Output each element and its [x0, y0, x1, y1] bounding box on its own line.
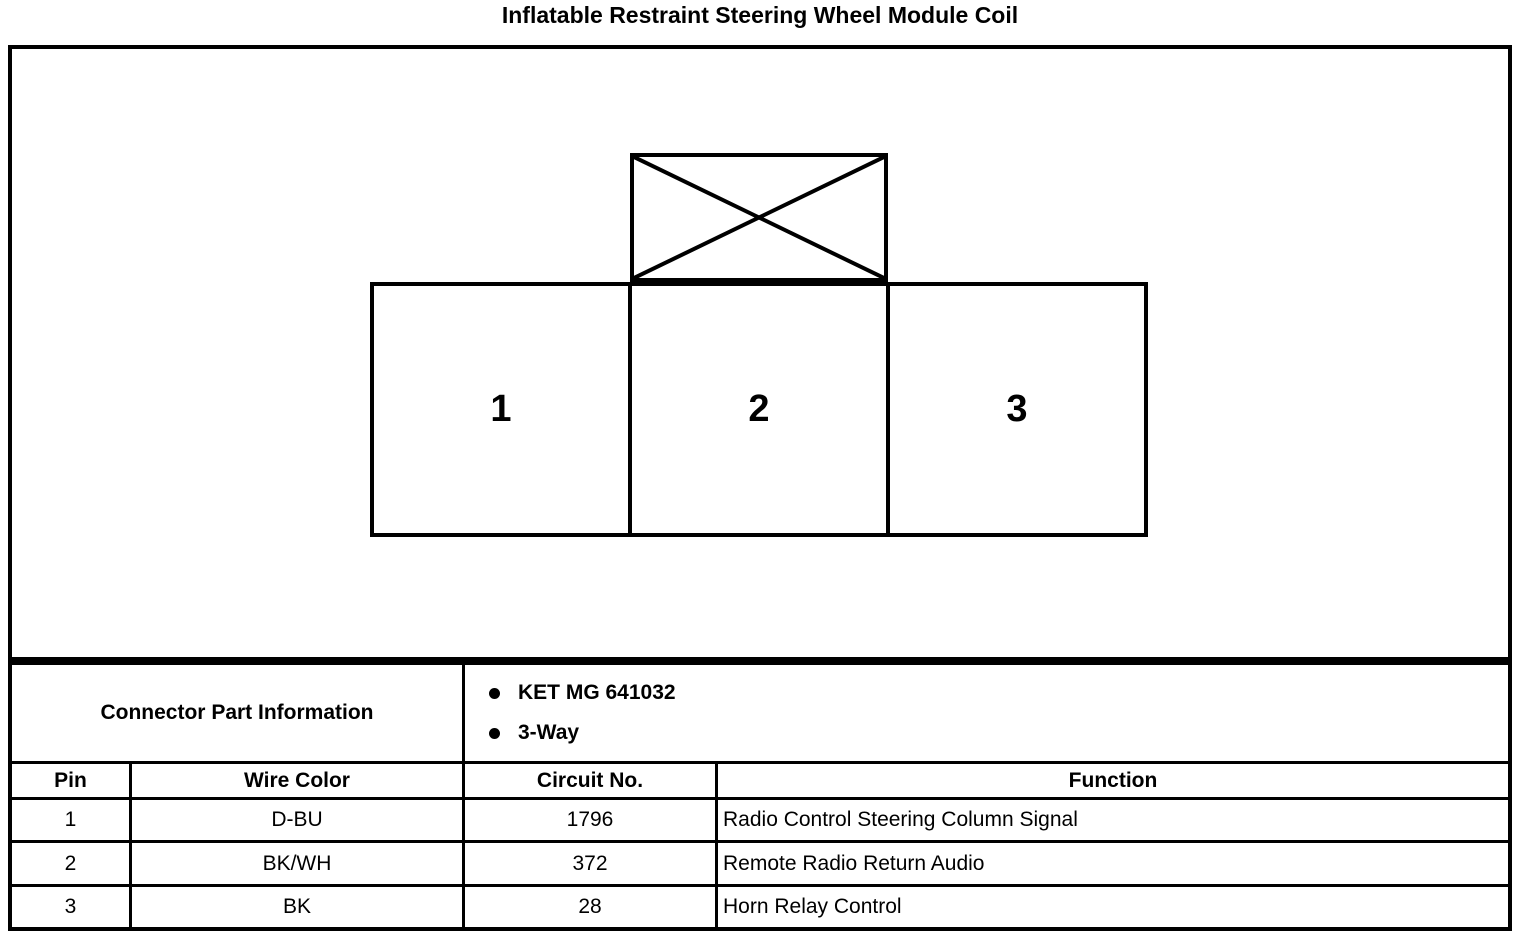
pin-cell-1: 1	[374, 286, 628, 533]
table-row-2-function: Remote Radio Return Audio	[718, 843, 1508, 884]
pin-cell-3: 3	[886, 286, 1144, 533]
connector-keyway-crossed-box	[630, 153, 888, 282]
table-row-3-function: Horn Relay Control	[718, 887, 1508, 927]
detail-item-part-number: KET MG 641032	[489, 681, 1508, 705]
bullet-icon	[489, 687, 500, 699]
table-row-2-wire-color: BK/WH	[132, 843, 462, 884]
detail-item-way-count: 3-Way	[489, 721, 1508, 745]
way-count-text: 3-Way	[518, 721, 580, 744]
table-row-1-pin: 1	[12, 800, 129, 840]
table-row-1-circuit-no: 1796	[465, 800, 715, 840]
table-row-2-circuit-no: 372	[465, 843, 715, 884]
connector-part-details: KET MG 641032 3-Way	[465, 665, 1508, 761]
page-title: Inflatable Restraint Steering Wheel Modu…	[501, 2, 1019, 28]
column-header-wire-color: Wire Color	[132, 764, 462, 797]
column-header-function: Function	[718, 764, 1508, 797]
bullet-icon	[489, 727, 500, 739]
pin-cell-3-label: 3	[1006, 388, 1028, 430]
table-row-1-function: Radio Control Steering Column Signal	[718, 800, 1508, 840]
column-header-circuit-no: Circuit No.	[465, 764, 715, 797]
table-row-3-wire-color: BK	[132, 887, 462, 927]
connector-part-information-label: Connector Part Information	[12, 665, 462, 761]
table-row-3-circuit-no: 28	[465, 887, 715, 927]
connector-pin-row: 1 2 3	[370, 282, 1148, 537]
pin-cell-1-label: 1	[490, 388, 512, 430]
connector-info-table: Connector Part Information KET MG 641032…	[8, 661, 1512, 931]
part-number-text: KET MG 641032	[518, 681, 676, 704]
column-header-pin: Pin	[12, 764, 129, 797]
connector-diagram-frame: 1 2 3	[8, 45, 1512, 661]
table-row-2-pin: 2	[12, 843, 129, 884]
table-row-1-wire-color: D-BU	[132, 800, 462, 840]
pin-cell-2: 2	[628, 286, 886, 533]
table-row-3-pin: 3	[12, 887, 129, 927]
crossed-box-x-icon	[634, 157, 884, 278]
pin-cell-2-label: 2	[748, 388, 770, 430]
